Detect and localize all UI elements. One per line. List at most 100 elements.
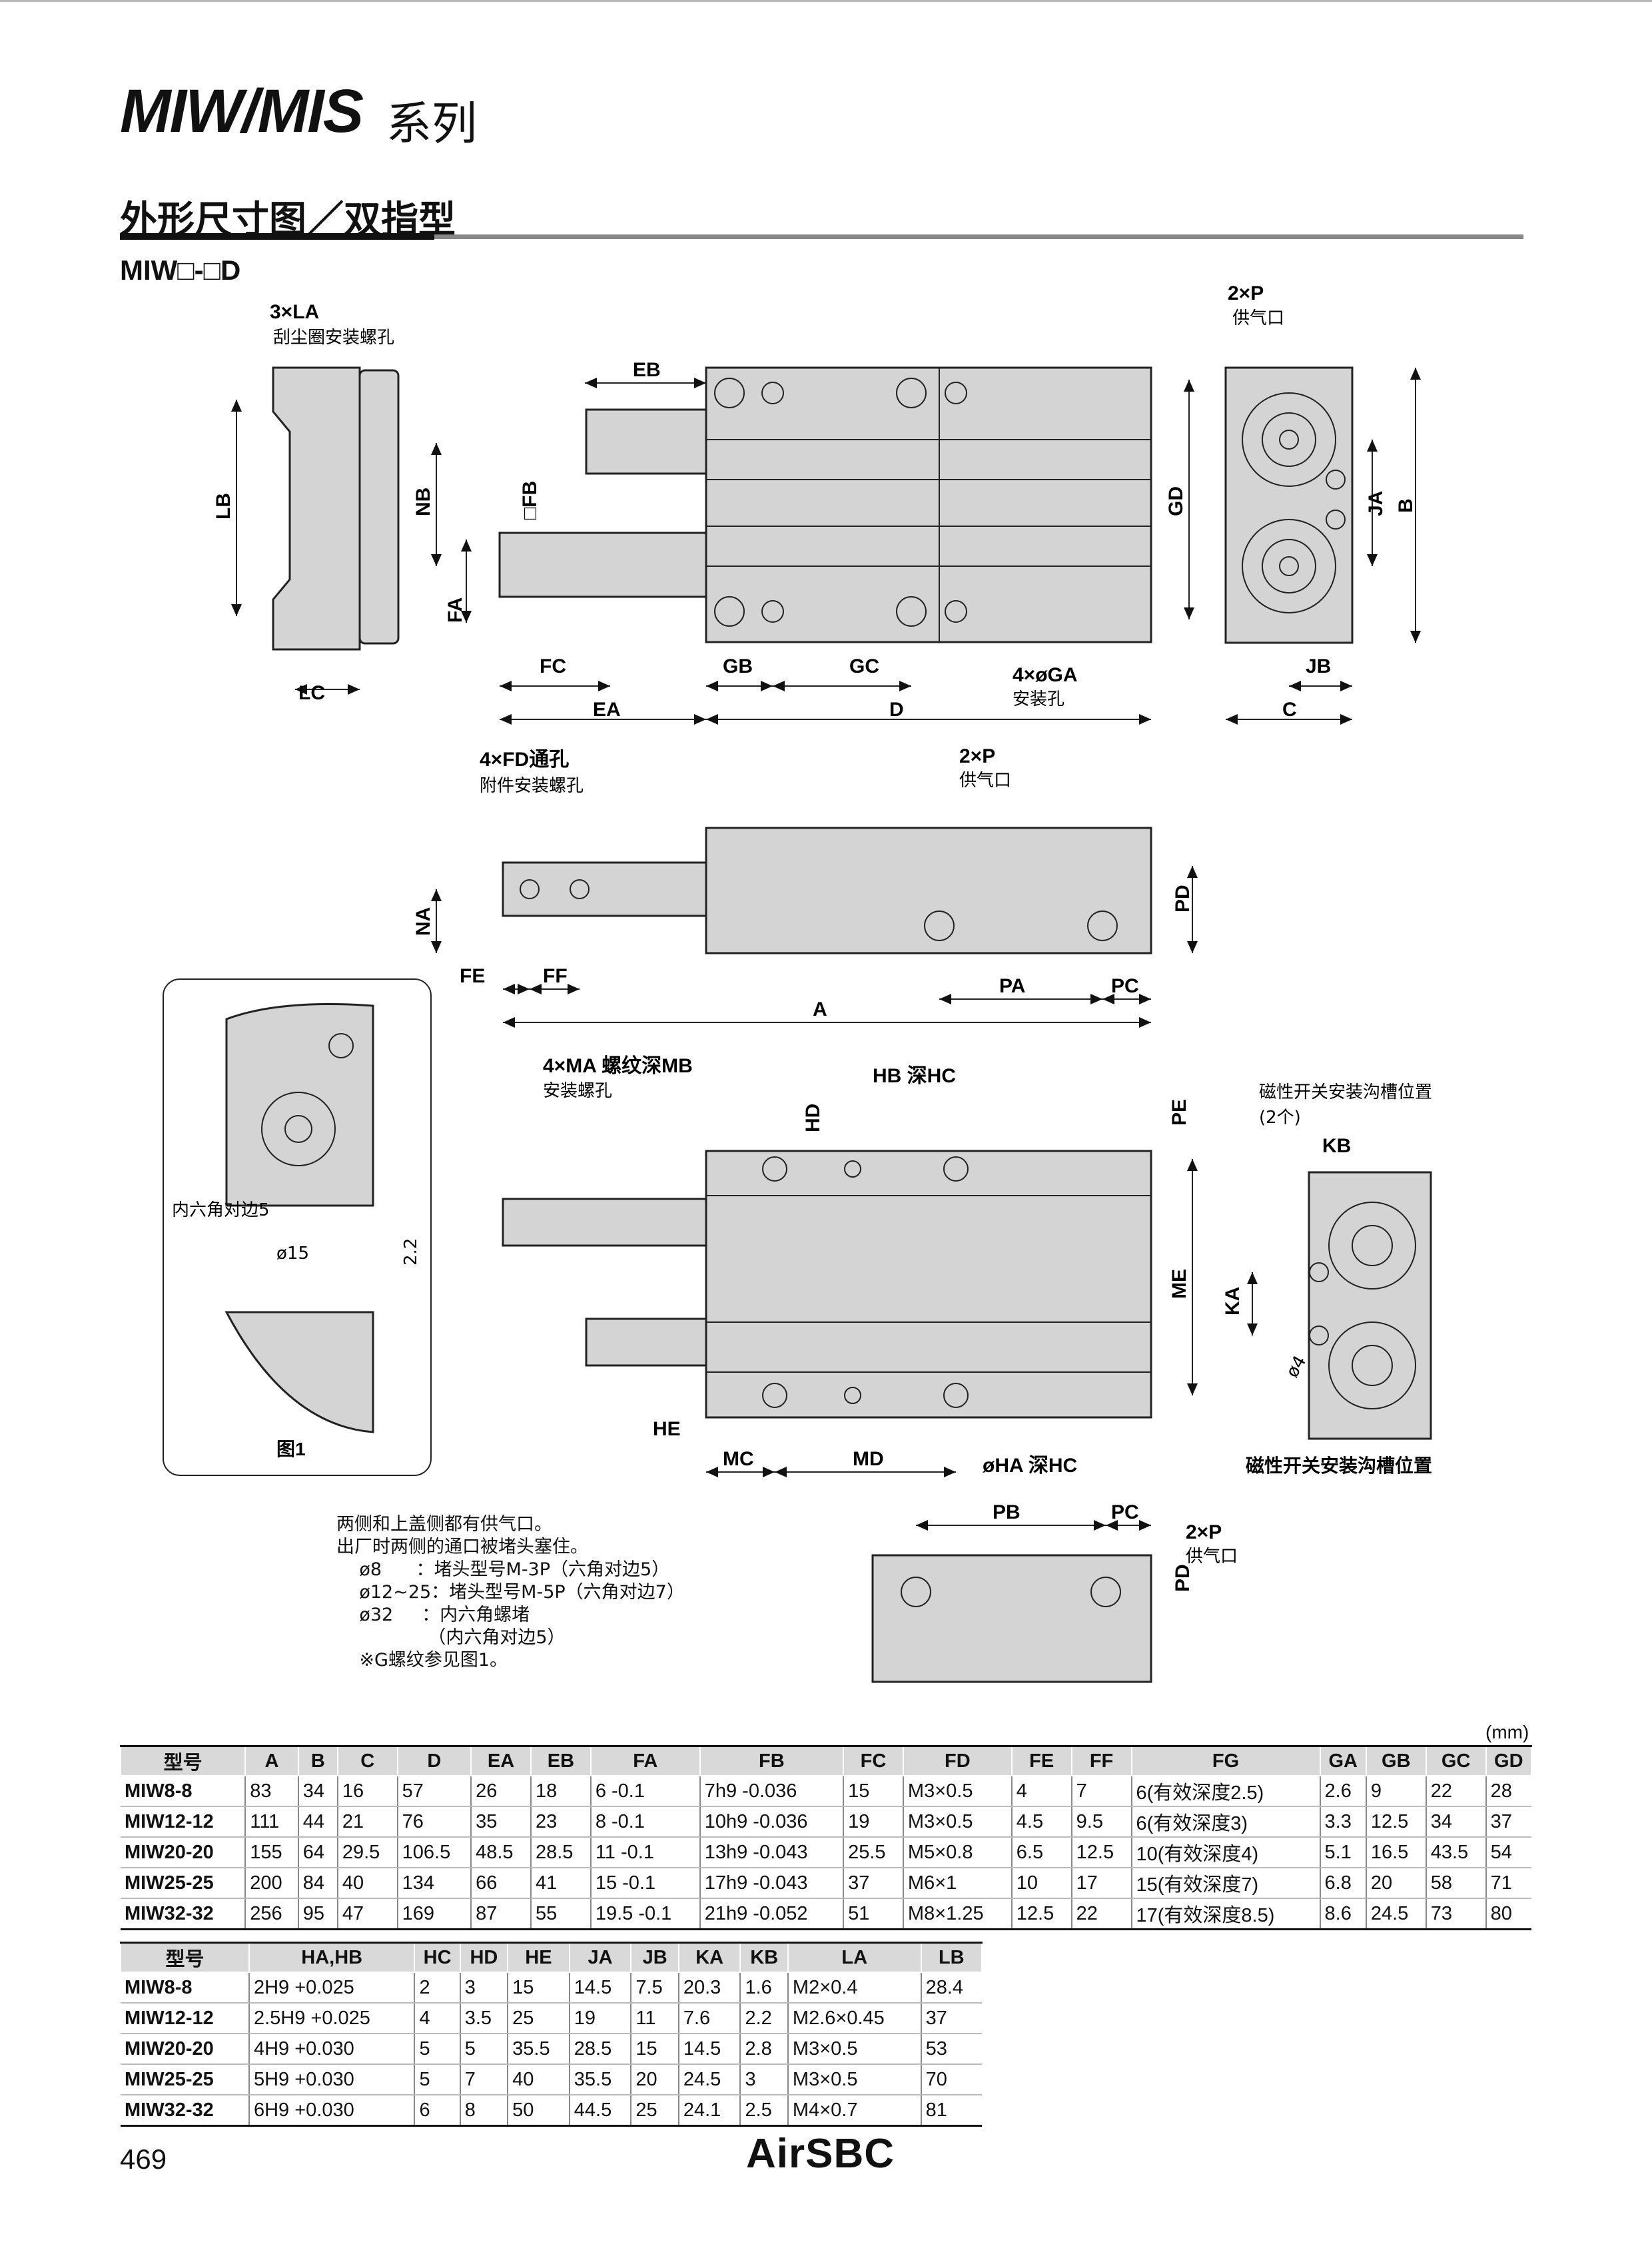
- value-cell: 34: [1425, 1806, 1486, 1838]
- value-cell: 5H9 +0.030: [248, 2064, 415, 2095]
- note-line: （内六角对边5）: [336, 1627, 566, 1648]
- value-cell: 54: [1485, 1837, 1531, 1868]
- value-cell: M4×0.7: [787, 2095, 921, 2127]
- value-cell: 3: [739, 2064, 788, 2095]
- value-cell: 66: [470, 1868, 531, 1899]
- value-cell: 71: [1485, 1868, 1531, 1899]
- dim-PD-2: PD: [1172, 1564, 1194, 1592]
- value-cell: 4.5: [1011, 1806, 1072, 1838]
- value-cell: M5×0.8: [902, 1837, 1012, 1868]
- model-cell: MIW25-25: [121, 1868, 246, 1899]
- section-underline: [120, 233, 434, 240]
- column-header: FF: [1070, 1745, 1132, 1776]
- value-cell: 200: [244, 1868, 298, 1899]
- column-header: LB: [920, 1942, 983, 1973]
- model-cell: MIW20-20: [121, 2034, 249, 2065]
- column-header: B: [297, 1745, 338, 1776]
- dim-FC: FC: [540, 655, 566, 677]
- column-header: EB: [530, 1745, 592, 1776]
- value-cell: 5: [414, 2034, 460, 2065]
- note-line: ø32 ：内六角螺堵: [336, 1605, 530, 1625]
- dim-A: A: [813, 998, 827, 1020]
- value-cell: 4H9 +0.030: [248, 2034, 415, 2065]
- side-finger-upper: [502, 1198, 707, 1247]
- fd-desc: 附件安装螺孔: [480, 776, 584, 796]
- dim-FF: FF: [543, 965, 568, 987]
- dim-EB: EB: [633, 359, 661, 381]
- value-cell: 34: [297, 1776, 338, 1807]
- value-cell: 37: [843, 1868, 903, 1899]
- value-cell: 43.5: [1425, 1837, 1486, 1868]
- note-line: ø8 ：堵头型号M-3P（六角对边5）: [336, 1559, 670, 1580]
- value-cell: M2×0.4: [787, 1972, 921, 2004]
- dim-EA: EA: [593, 699, 621, 721]
- fig1-frame: [163, 978, 432, 1476]
- column-header: 型号: [119, 1745, 246, 1776]
- value-cell: M8×1.25: [902, 1898, 1012, 1930]
- note-line: 出厂时两侧的通口被堵头塞住。: [336, 1537, 588, 1557]
- la-desc: 刮尘圈安装螺孔: [273, 328, 394, 348]
- dim-PD: PD: [1172, 885, 1194, 913]
- column-header: HC: [414, 1942, 461, 1973]
- dim-GB: GB: [723, 655, 753, 677]
- ma-callout: 4×MA 螺纹深MB: [543, 1055, 693, 1077]
- value-cell: 9: [1365, 1776, 1426, 1807]
- dim-NA: NA: [412, 907, 434, 936]
- dim-PC-2: PC: [1111, 1501, 1139, 1523]
- value-cell: 44.5: [568, 2095, 631, 2127]
- value-cell: 6 -0.1: [590, 1776, 700, 1807]
- column-header: D: [396, 1745, 472, 1776]
- note-line: ※G螺纹参见图1。: [336, 1650, 508, 1671]
- value-cell: 20: [630, 2064, 679, 2095]
- value-cell: 84: [297, 1868, 338, 1899]
- note-line: ø12~25：堵头型号M-5P（六角对边7）: [336, 1582, 685, 1603]
- value-cell: 53: [920, 2034, 982, 2065]
- top-rule: [0, 0, 1652, 2]
- dim-JA: JA: [1365, 491, 1387, 516]
- dim-KA: KA: [1222, 1287, 1244, 1315]
- value-cell: 25: [507, 2003, 570, 2034]
- value-cell: 48.5: [470, 1837, 531, 1868]
- value-cell: 14.5: [677, 2034, 741, 2065]
- value-cell: 5: [459, 2034, 508, 2065]
- value-cell: 2: [414, 1972, 460, 2004]
- value-cell: 21: [336, 1806, 398, 1838]
- value-cell: 6.8: [1319, 1868, 1366, 1899]
- d22-label: 2.2: [401, 1238, 421, 1266]
- column-header: GC: [1425, 1745, 1487, 1776]
- left-end-cap: [358, 369, 400, 645]
- model-cell: MIW12-12: [121, 1806, 246, 1838]
- value-cell: 15: [630, 2034, 679, 2065]
- column-header: FA: [590, 1745, 701, 1776]
- value-cell: 70: [920, 2064, 982, 2095]
- column-header: 型号: [120, 1942, 250, 1973]
- value-cell: 37: [1485, 1806, 1531, 1838]
- column-header: FG: [1130, 1745, 1321, 1776]
- ga-desc: 安装孔: [1013, 689, 1064, 709]
- value-cell: 10: [1011, 1868, 1072, 1899]
- notes: 两侧和上盖侧都有供气口。 出厂时两侧的通口被堵头塞住。 ø8 ：堵头型号M-3P…: [336, 1513, 685, 1672]
- value-cell: 25: [630, 2095, 679, 2127]
- left-end-view: [272, 366, 361, 651]
- value-cell: 106.5: [396, 1837, 472, 1868]
- model-cell: MIW32-32: [121, 1898, 246, 1930]
- value-cell: 28.4: [920, 1972, 982, 2004]
- value-cell: 35: [470, 1806, 531, 1838]
- value-cell: 19: [568, 2003, 631, 2034]
- value-cell: 2.8: [739, 2034, 788, 2065]
- value-cell: 83: [244, 1776, 298, 1807]
- value-cell: 4: [1011, 1776, 1072, 1807]
- value-cell: 5.1: [1319, 1837, 1366, 1868]
- value-cell: 2.6: [1319, 1776, 1366, 1807]
- brand-logo: AirSBC: [746, 2131, 895, 2177]
- value-cell: M3×0.5: [902, 1806, 1012, 1838]
- value-cell: 15: [843, 1776, 903, 1807]
- value-cell: 10h9 -0.036: [699, 1806, 844, 1838]
